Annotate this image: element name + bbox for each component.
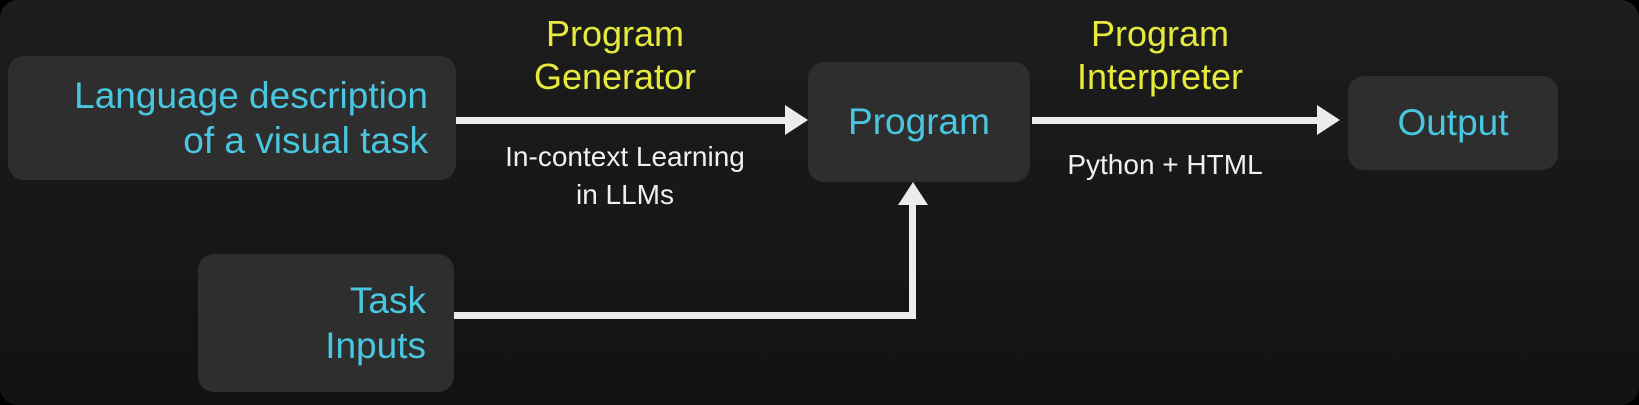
program-generator-line1: Program (545, 13, 685, 54)
node-language-description: Language description of a visual task (8, 56, 456, 180)
node-task-inputs: Task Inputs (198, 254, 454, 392)
edge-sublabel-python-html: Python + HTML (990, 146, 1340, 184)
interpreter-arrow-head (1317, 105, 1340, 135)
program-interpreter-line1: Program (1090, 13, 1230, 54)
task-inputs-line2: Inputs (325, 325, 426, 366)
interpreter-arrow-line (1032, 117, 1320, 124)
program-interpreter-line2: Interpreter (1076, 56, 1244, 98)
task-inputs-arrow-head (898, 182, 928, 205)
generator-arrow-head (785, 105, 808, 135)
in-context-learning-line1: In-context Learning (505, 141, 745, 172)
program-generator-line2: Generator (533, 56, 697, 98)
edge-label-program-interpreter: Program Interpreter (985, 12, 1335, 98)
node-task-inputs-label: Task Inputs (198, 278, 426, 368)
output-label: Output (1397, 102, 1509, 144)
program-label: Program (848, 101, 990, 143)
edge-label-program-generator: Program Generator (440, 12, 790, 98)
task-inputs-arrow-horizontal-line (454, 312, 916, 319)
in-context-learning-line2: in LLMs (575, 178, 675, 210)
task-inputs-line1: Task (349, 279, 426, 321)
language-description-line1: Language description (74, 74, 428, 116)
edge-sublabel-in-context-learning: In-context Learning in LLMs (450, 138, 800, 214)
node-output: Output (1348, 76, 1558, 170)
node-language-description-label: Language description of a visual task (8, 73, 428, 163)
node-program: Program (808, 62, 1030, 182)
generator-arrow-line (456, 117, 788, 124)
task-inputs-arrow-vertical-line (909, 200, 916, 319)
python-html-label: Python + HTML (1067, 149, 1263, 180)
language-description-line2: of a visual task (183, 120, 428, 161)
